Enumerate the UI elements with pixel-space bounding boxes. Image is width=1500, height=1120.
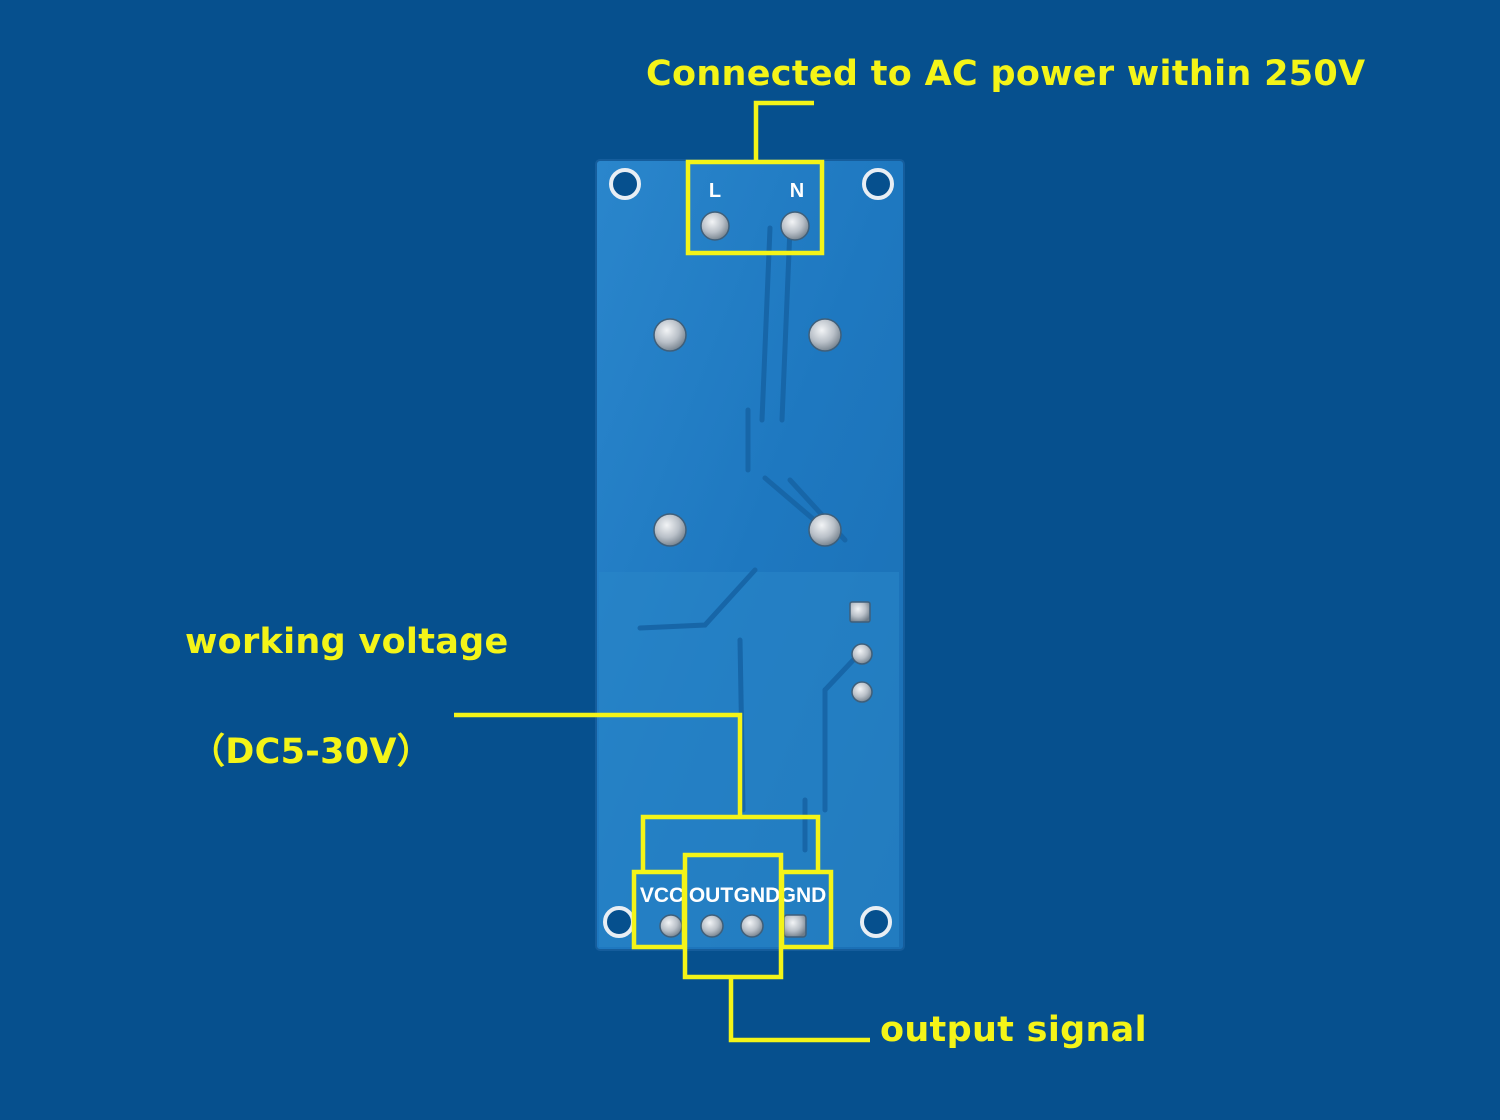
pin-label-out: OUT [689,884,734,907]
pin-label-gnd-1: GND [734,884,781,907]
silkscreen-labels: L N VCC OUT GND GND [640,180,827,907]
pcb-lower-section [599,572,899,947]
voltage-leader-line [454,712,743,817]
pin-label-vcc: VCC [640,884,684,907]
voltage-bracket [640,814,821,870]
voltage-range-callout: （DC5-30V） [190,732,433,772]
ac-leader-line [753,100,814,162]
annotation-marks [454,100,870,1043]
output-signal-callout: output signal [880,1010,1147,1050]
terminal-label-n: N [790,180,804,202]
solder-joints [653,211,873,938]
working-voltage-callout: working voltage [185,622,509,662]
pin-label-gnd-2: GND [780,884,827,907]
ac-power-callout: Connected to AC power within 250V [646,54,1366,94]
terminal-label-l: L [709,180,721,202]
mounting-holes [603,168,894,938]
output-leader-line [728,977,870,1043]
